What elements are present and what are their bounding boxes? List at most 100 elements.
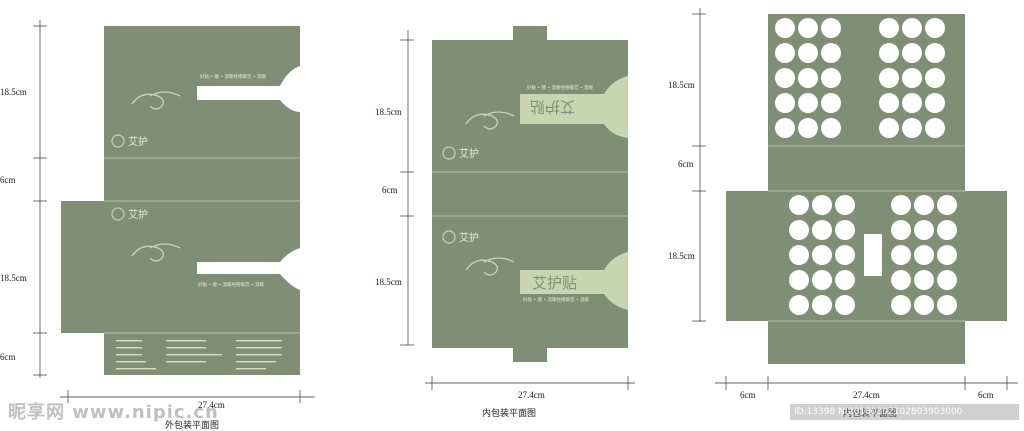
outer-dim-h1: 18.5cm [0, 87, 27, 97]
inner-slogan-bottom: 好贴 • 顺 • 温暖经络暖宫 • 温暖 [523, 296, 590, 303]
outer-main-panel [104, 26, 300, 375]
watermark-logo: 昵享网 www.nipic.cn [8, 402, 219, 423]
tray-right-flap [965, 191, 1007, 321]
inner-banner-top [520, 76, 628, 138]
tray-hole [879, 68, 899, 88]
tray-hole [937, 295, 957, 315]
tray-hole [775, 118, 795, 138]
tray-hole [775, 43, 795, 63]
tray-hole [902, 93, 922, 113]
outer-swirl-bottom [131, 243, 181, 262]
outer-dimensions [33, 20, 315, 403]
tray-hole [835, 270, 855, 290]
outer-brand-bottom: 艾护 [128, 208, 148, 221]
tray-hole [821, 93, 841, 113]
tray-hole [902, 68, 922, 88]
outer-slogan-top: 好贴 • 顺 • 温暖经络暖宫 • 温暖 [200, 73, 267, 80]
tray-hole [925, 68, 945, 88]
tray-hole [937, 195, 957, 215]
outer-swirl-top [131, 91, 181, 110]
tray-hole [835, 295, 855, 315]
tray-dim-right: 6cm [978, 390, 994, 400]
tray-hole [879, 18, 899, 38]
inner-bottom-tab [513, 348, 547, 362]
inner-main-panel [432, 40, 628, 348]
outer-slogan-bottom: 好贴 • 顺 • 温暖经络暖宫 • 温暖 [198, 281, 265, 288]
inner-product-top: 艾护贴 [530, 98, 575, 116]
outer-caption: 外包装平面图 [165, 419, 219, 431]
tray-hole [789, 195, 809, 215]
inner-dim-w: 27.4cm [518, 390, 545, 400]
tray-hole [798, 43, 818, 63]
tray-hole [879, 118, 899, 138]
tray-dim-h3: 18.5cm [668, 251, 695, 261]
tray-hole [821, 18, 841, 38]
tray-hole [925, 93, 945, 113]
outer-dim-h4: 6cm [0, 352, 16, 362]
tray-hole [891, 270, 911, 290]
tray-hole [775, 68, 795, 88]
tray-hole [775, 18, 795, 38]
inner-product-bottom: 艾护贴 [532, 274, 577, 292]
outer-emblem-icon [111, 134, 125, 148]
tray-hole [798, 118, 818, 138]
tray-dim-h2: 6cm [678, 159, 694, 169]
tray-hole [812, 220, 832, 240]
tray-hole [798, 68, 818, 88]
outer-dim-w: 27.4cm [198, 400, 225, 410]
tray-hole [891, 195, 911, 215]
tray-hole [835, 220, 855, 240]
tray-hole [937, 245, 957, 265]
tray-left-flap [726, 191, 768, 321]
tray-hole [821, 118, 841, 138]
inner-brand-bottom: 艾护 [459, 231, 479, 244]
tray-hole [789, 270, 809, 290]
tray-hole [914, 295, 934, 315]
tray-hole [812, 245, 832, 265]
inner-emblem-icon [442, 230, 456, 244]
inner-swirl-bottom [465, 257, 515, 276]
tray-hole [902, 118, 922, 138]
tray-center-slot [864, 234, 882, 276]
tray-hole [937, 220, 957, 240]
tray-hole [821, 68, 841, 88]
tray-holes [775, 18, 957, 315]
tray-hole [914, 220, 934, 240]
inner-banner-bottom [520, 252, 628, 310]
inner-top-tab [513, 26, 547, 40]
tray-package: 18.5cm 6cm 18.5cm 6cm 27.4cm 6cm 内包装平面图 [668, 8, 1018, 419]
tray-hole [891, 295, 911, 315]
tray-hole [775, 93, 795, 113]
inner-emblem-icon [442, 146, 456, 160]
tray-hole [925, 43, 945, 63]
tray-dim-h1: 18.5cm [668, 80, 695, 90]
tray-dim-left: 6cm [740, 390, 756, 400]
tray-caption: 内包装平面图 [843, 407, 897, 419]
watermark-id: ID:13398 N:20180302102803903000 [790, 404, 1019, 420]
tray-hole [812, 270, 832, 290]
tray-hole [925, 18, 945, 38]
outer-emblem-icon [111, 207, 125, 221]
tray-hole [902, 43, 922, 63]
tray-hole [812, 295, 832, 315]
tray-hole [902, 18, 922, 38]
tray-hole [891, 245, 911, 265]
inner-swirl-top [465, 111, 515, 130]
tray-hole [914, 195, 934, 215]
outer-notch-bottom [197, 248, 300, 290]
tray-hole [789, 220, 809, 240]
tray-hole [789, 295, 809, 315]
inner-slogan-top: 好贴 • 顺 • 温暖经络暖宫 • 温暖 [527, 84, 594, 91]
tray-hole [879, 93, 899, 113]
tray-hole [798, 93, 818, 113]
outer-side-flap [61, 201, 104, 333]
inner-dim-h2: 6cm [382, 185, 398, 195]
inner-dimensions [400, 30, 635, 390]
tray-dimensions [692, 8, 1018, 390]
tray-hole [789, 245, 809, 265]
outer-package: 艾护 艾护 好贴 • 顺 • 温暖经络暖宫 • 温暖 好贴 • 顺 • 温暖经络… [0, 20, 315, 431]
tray-hole [925, 118, 945, 138]
outer-brand-top: 艾护 [128, 135, 148, 148]
inner-brand-top: 艾护 [459, 147, 479, 160]
